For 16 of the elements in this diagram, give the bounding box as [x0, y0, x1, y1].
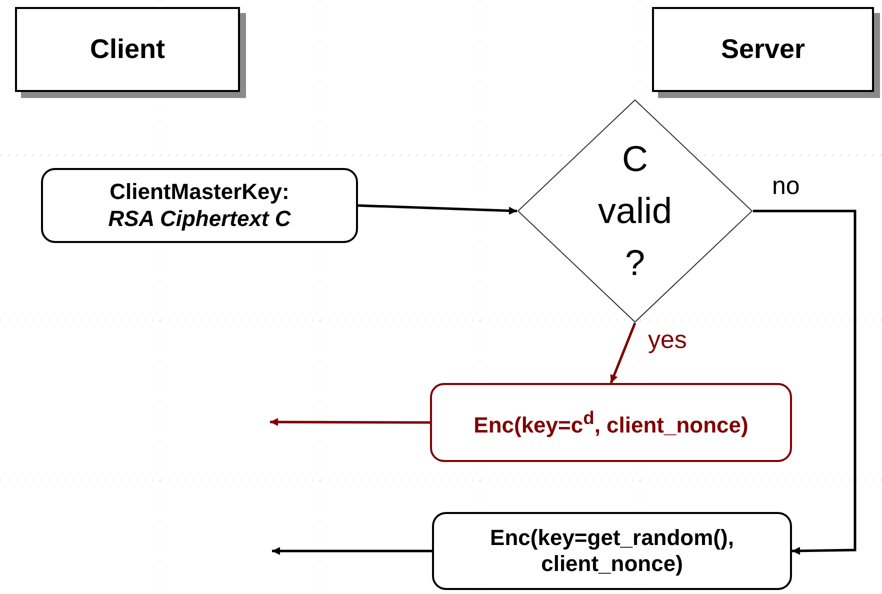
message-box [41, 168, 358, 243]
message-box [430, 383, 792, 462]
arrow [358, 204, 518, 215]
lane-title: Client [90, 33, 165, 66]
message-detail: RSA Ciphertext C [108, 206, 291, 232]
arrow [270, 418, 430, 426]
arrow [272, 547, 432, 555]
arrow [610, 322, 636, 384]
message-text: Enc(key=get_random(), client_nonce) [489, 524, 735, 578]
decision-diamond [517, 99, 753, 323]
decision-text: C valid ? [596, 136, 674, 286]
arrow [753, 210, 856, 555]
message-text: Enc(key=c$^{d}$, client_nonce) [474, 406, 748, 438]
message-text: ClientMasterKey: [110, 179, 290, 206]
message-box [432, 512, 792, 590]
lane-title: Server [720, 33, 806, 66]
